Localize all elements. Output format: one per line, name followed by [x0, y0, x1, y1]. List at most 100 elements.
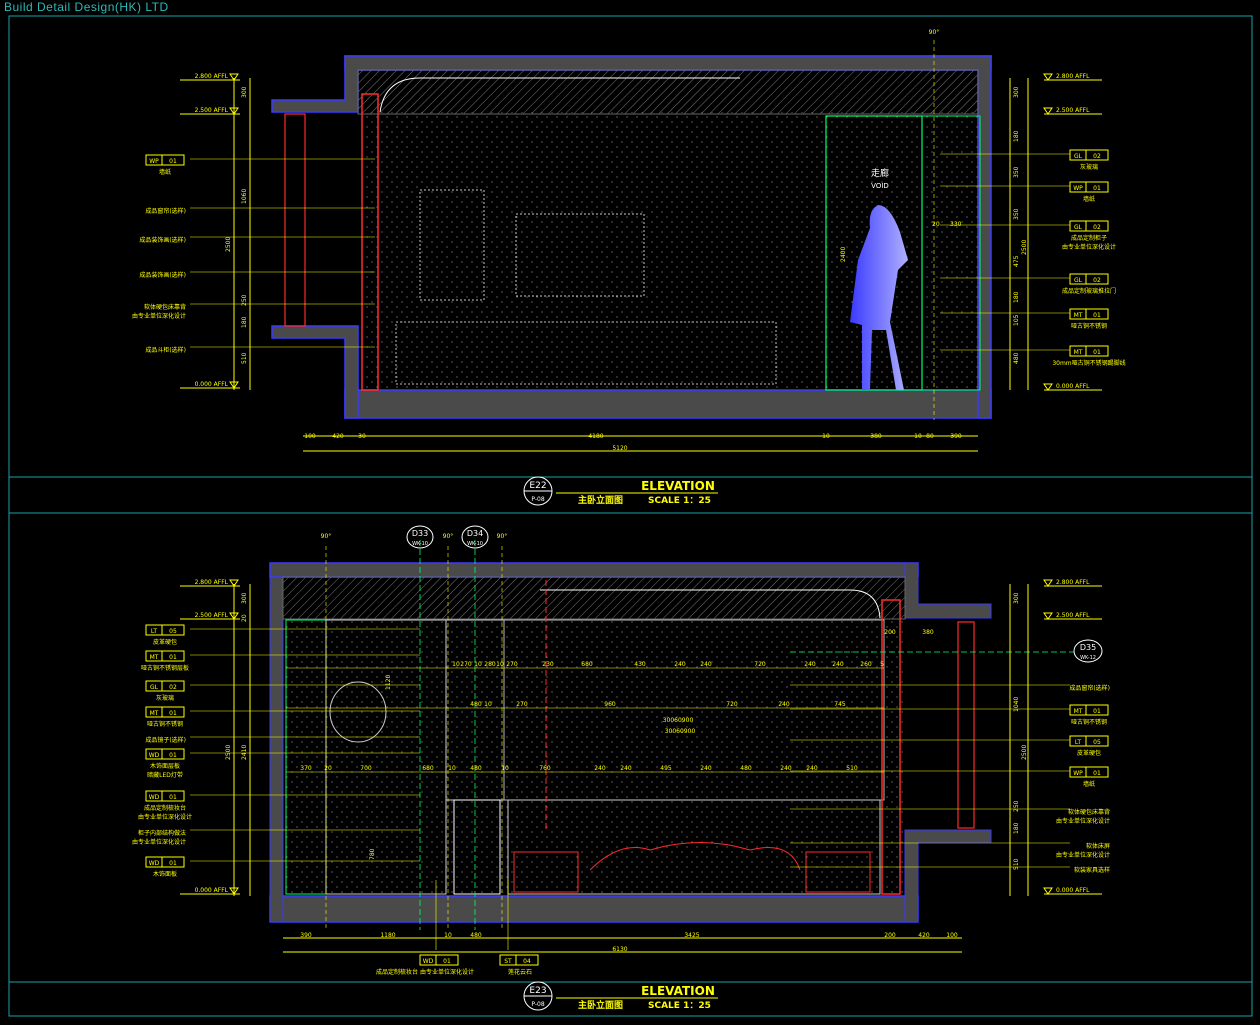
lower-right-tag-text: 成品窗帘(选样) — [1069, 684, 1110, 692]
lower-right-dim: 250 — [1013, 800, 1020, 812]
upper-right-tag-num: 01 — [1093, 185, 1101, 192]
upper-right-tag-numbox — [1085, 345, 1109, 357]
upper-right-tag-num: 01 — [1093, 349, 1101, 356]
lower-section-tag-circle — [406, 525, 434, 549]
lower-right-tag-code: MT — [1074, 708, 1083, 715]
lower-row1-dim: 260 — [860, 661, 872, 668]
lower-bottom-dim: 1180 — [380, 932, 395, 939]
lower-row1-dim: 10 — [474, 661, 482, 668]
upper-inner-dim: 330 — [950, 221, 962, 228]
lower-right-dim: 2500 — [1021, 745, 1028, 760]
lower-bed-headboard — [507, 799, 881, 895]
upper-left-dim: 250 — [241, 294, 248, 306]
upper-ceiling-hatch — [357, 69, 979, 115]
lower-left-tag-numbox — [161, 680, 185, 692]
lower-bottom-tag-num: 04 — [523, 958, 531, 965]
upper-art-frame — [419, 189, 485, 301]
upper-left-tag-text2: 由专业单位深化设计 — [132, 312, 186, 320]
upper-inner-dim: 20 — [932, 221, 940, 228]
lower-bottom-dim: 10 — [444, 932, 452, 939]
upper-level-left-3: 0.000 AFFL — [195, 381, 229, 388]
lower-left-tag-text: 木饰面层板 — [150, 762, 180, 770]
lower-row3-dim: 10 — [448, 765, 456, 772]
lower-bottom-tag-text: 莲花云石 — [508, 968, 532, 976]
lower-right-dim: 180 — [1013, 822, 1020, 834]
lower-right-tag-num: 05 — [1093, 739, 1101, 746]
lower-left-tag-text2: 由专业单位深化设计 — [138, 813, 192, 821]
lower-bottom-dim: 3425 — [684, 932, 699, 939]
lower-left-tag-numbox — [161, 706, 185, 718]
lower-left-dim: 300 — [241, 592, 248, 604]
lower-right-dim: 510 — [1013, 858, 1020, 870]
lower-angle: 90° — [443, 533, 454, 540]
lower-row2-dim: 240 — [778, 701, 790, 708]
lower-level-left-1: 2.800 AFFL — [195, 579, 229, 586]
lower-left-tag-numbox — [161, 650, 185, 662]
lower-row1-dim: 10 — [452, 661, 460, 668]
upper-right-tag-numbox — [1085, 273, 1109, 285]
upper-wardrobe — [921, 115, 981, 391]
upper-level-left-1-marker — [229, 73, 239, 81]
upper-left-dim: 180 — [241, 316, 248, 328]
upper-right-tag-code: GL — [1074, 277, 1083, 284]
upper-left-tag-text: 软体硬包床靠背 — [144, 303, 186, 311]
upper-right-dim: 480 — [1013, 352, 1020, 364]
lower-section-tag-code: D33 — [412, 529, 428, 538]
lower-row3-dim: 240 — [780, 765, 792, 772]
lower-row3-dim: 760 — [539, 765, 551, 772]
lower-right-dim: 1040 — [1013, 697, 1020, 712]
lower-section-tag-sheet: WK-10 — [467, 541, 483, 547]
upper-right-tag-text: 成品定制柜子 — [1071, 234, 1107, 242]
lower-left-tag-code: WD — [149, 794, 160, 801]
lower-section-tag-sheet: WK-10 — [412, 541, 428, 547]
lower-right-tag-num: 01 — [1093, 770, 1101, 777]
lower-bottom-total: 6130 — [612, 946, 627, 953]
lower-ceiling-slab — [269, 562, 919, 578]
upper-level-right-1: 2.800 AFFL — [1056, 73, 1090, 80]
lower-col-dim: 780 — [369, 848, 376, 860]
lower-right-dim: 300 — [1013, 592, 1020, 604]
lower-level-right-3: 0.000 AFFL — [1056, 887, 1090, 894]
upper-bottom-dim: 390 — [950, 433, 962, 440]
title-e23-cn: 主卧立面图 — [578, 999, 623, 1011]
lower-right-tag-text: 墙纸 — [1083, 780, 1095, 788]
title-e22-scale: SCALE 1：25 — [648, 496, 711, 506]
lower-nightstand-left — [513, 851, 579, 893]
lower-bottom-tag-numbox — [515, 954, 539, 966]
lower-row3-dim: 680 — [422, 765, 434, 772]
lower-left-tag-num: 01 — [169, 710, 177, 717]
lower-right-tag-numbox — [1085, 766, 1109, 778]
lower-right-tag-num: 01 — [1093, 708, 1101, 715]
lower-col-dim: 380 — [922, 629, 934, 636]
upper-right-dim: 350 — [1013, 166, 1020, 178]
upper-right-tag-numbox — [1085, 220, 1109, 232]
lower-level-left-1-marker — [229, 579, 239, 587]
lower-left-tag-numbox — [161, 790, 185, 802]
upper-right-tag-num: 01 — [1093, 312, 1101, 319]
lower-left-tag-numbox — [161, 748, 185, 760]
lower-row3-dim: 510 — [846, 765, 858, 772]
lower-bottom-tag-code: ST — [504, 958, 512, 965]
upper-bottom-dim: 10 — [914, 433, 922, 440]
upper-void-label: 走廊 — [871, 167, 889, 179]
lower-left-tag-text: 哑古铜不锈钢层板 — [141, 664, 189, 672]
upper-left-tag-code: WP — [149, 158, 159, 165]
upper-left-dim: 2500 — [225, 237, 232, 252]
lower-row2-dim: 960 — [604, 701, 616, 708]
upper-right-dim: 2500 — [1021, 240, 1028, 255]
lower-section-tag-sheet: WK-12 — [1080, 655, 1096, 661]
lower-bottom-tag-numbox — [435, 954, 459, 966]
lower-left-tag-code: WD — [149, 752, 160, 759]
lower-col-dim: 1120 — [385, 675, 392, 690]
lower-left-tag-text: 灰玻璃 — [156, 694, 174, 702]
lower-bottom-dim: 100 — [946, 932, 958, 939]
lower-row3-dim: 240 — [594, 765, 606, 772]
upper-left-tag-numbox — [161, 154, 185, 166]
upper-right-dim: 105 — [1013, 314, 1020, 326]
lower-left-dim: 2410 — [241, 745, 248, 760]
upper-left-tag-text: 成品装饰画(选样) — [139, 271, 186, 279]
lower-row1-dim: 240 — [832, 661, 844, 668]
lower-section-tag-code: D35 — [1080, 643, 1096, 652]
upper-left-tag-text: 成品窗帘(选样) — [145, 207, 186, 215]
upper-right-tag-code: GL — [1074, 224, 1083, 231]
